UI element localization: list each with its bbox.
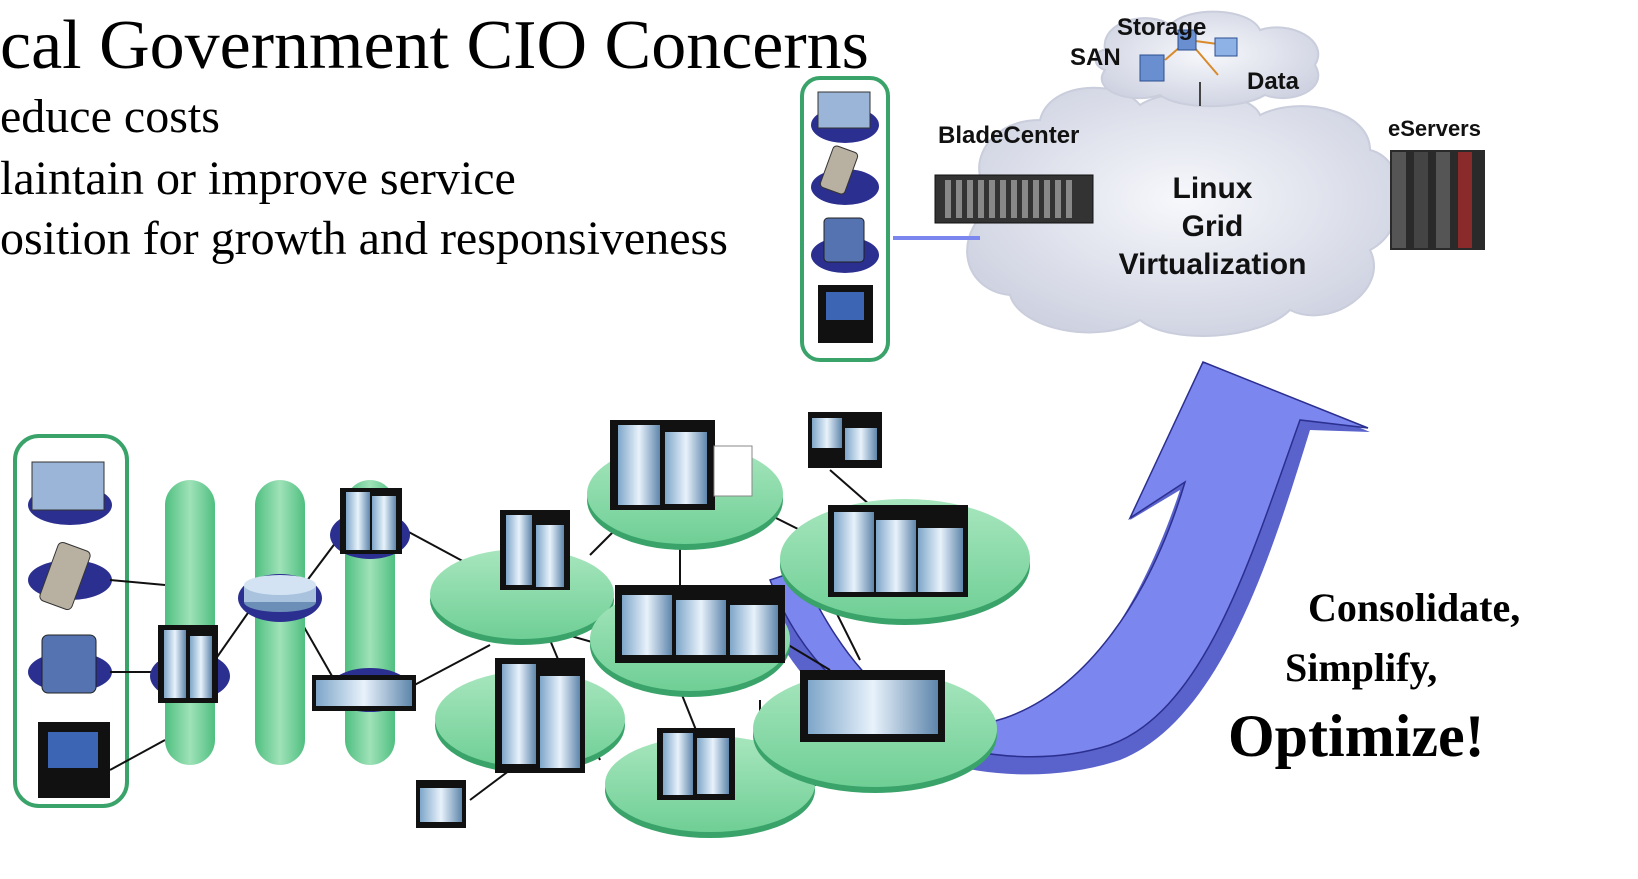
router-icon: [244, 575, 316, 612]
linux-grid-cloud: [966, 10, 1401, 338]
slogan-optimize: Optimize!: [1228, 703, 1485, 769]
bullet-maintain-service: laintain or improve service: [0, 152, 516, 205]
bladecenter-icon: [934, 174, 1094, 224]
bladecenter-label: BladeCenter: [938, 122, 1080, 149]
san-label: SAN: [1070, 44, 1121, 71]
eservers-label: eServers: [1388, 116, 1481, 141]
data-label: Data: [1247, 68, 1300, 95]
cloud-text: Linux Grid Virtualization: [1105, 170, 1320, 284]
slide-title: cal Government CIO Concerns: [0, 7, 869, 84]
bullet-growth: osition for growth and responsiveness: [0, 212, 728, 265]
storage-cylinders: [416, 412, 882, 828]
eservers-icon: [1390, 150, 1485, 250]
cloud-line-virtualization: Virtualization: [1118, 248, 1307, 281]
bottom-device-panel: [13, 434, 129, 808]
top-device-panel: [800, 76, 890, 362]
slogan-simplify: Simplify,: [1285, 645, 1438, 690]
cloud-line-linux: Linux: [1172, 172, 1253, 205]
server-icons: [158, 420, 968, 800]
slogan-consolidate: Consolidate,: [1308, 585, 1521, 630]
bullet-reduce-costs: educe costs: [0, 90, 220, 143]
cloud-line-grid: Grid: [1181, 210, 1244, 243]
storage-label: Storage: [1117, 14, 1207, 41]
